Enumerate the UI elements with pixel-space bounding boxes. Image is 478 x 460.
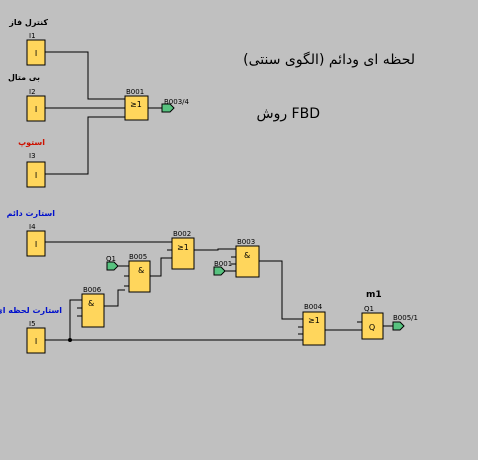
- method-label: روش FBD: [256, 106, 320, 122]
- block-b006[interactable]: B006 &: [81, 286, 105, 328]
- junction-dot: [68, 338, 72, 342]
- block-b006-symbol: &: [88, 299, 94, 308]
- connector-b001-in-label: B001: [214, 260, 232, 268]
- input-i3-symbol: I: [35, 171, 37, 180]
- block-b001-id: B001: [126, 88, 144, 96]
- output-symbol: Q: [369, 323, 375, 332]
- input-i4-comment: استارت دائم: [7, 209, 56, 218]
- output-q1[interactable]: m1 Q1 Q B005/1: [361, 290, 418, 340]
- input-i4-id: I4: [29, 223, 36, 231]
- block-b004[interactable]: B004 ≥1: [302, 303, 326, 346]
- block-b002-id: B002: [173, 230, 191, 238]
- input-i4-block[interactable]: [26, 230, 46, 257]
- block-b006-id: B006: [83, 286, 102, 294]
- diagram-title: لحظه ای ودائم (الگوی سنتی): [243, 51, 415, 68]
- connector-b001-in[interactable]: B001: [213, 260, 232, 276]
- connector-q1-in-pin[interactable]: [106, 261, 119, 271]
- input-i2[interactable]: بی متال I2 I: [8, 73, 46, 122]
- output-id: Q1: [364, 305, 374, 313]
- block-b005-id: B005: [129, 253, 147, 261]
- connector-b001-in-pin[interactable]: [213, 266, 226, 276]
- connector-output-label: B005/1: [393, 314, 418, 322]
- connector-q1-in-label: Q1: [106, 255, 116, 263]
- connector-b001-out-label: B003/4: [164, 98, 190, 106]
- block-b004-symbol: ≥1: [308, 316, 320, 325]
- output-name: m1: [366, 290, 382, 300]
- pin-stubs: [77, 98, 362, 335]
- input-i1-block[interactable]: [26, 39, 46, 66]
- output-q1-block[interactable]: [361, 312, 384, 340]
- block-b003-body[interactable]: [235, 245, 260, 278]
- block-b006-body[interactable]: [81, 293, 105, 328]
- input-i5-block[interactable]: [26, 327, 46, 354]
- input-i3-block[interactable]: [26, 161, 46, 188]
- input-i1[interactable]: کنترل فاز I1 I: [8, 18, 48, 66]
- input-i4-symbol: I: [35, 240, 37, 249]
- block-b002-body[interactable]: [171, 237, 195, 270]
- block-b004-body[interactable]: [302, 311, 326, 346]
- input-i3[interactable]: استوپ I3 I: [18, 138, 46, 188]
- input-i1-comment: کنترل فاز: [8, 18, 48, 27]
- input-i4[interactable]: استارت دائم I4 I: [7, 209, 56, 257]
- input-i3-id: I3: [29, 152, 36, 160]
- block-b002-symbol: ≥1: [177, 243, 189, 252]
- input-i5-comment: استارت لحظه ای: [0, 306, 62, 315]
- block-b001[interactable]: B001 ≥1 B003/4: [124, 88, 190, 121]
- input-i2-symbol: I: [35, 105, 37, 114]
- connector-output-pin[interactable]: [392, 321, 405, 331]
- block-b005[interactable]: B005 &: [128, 253, 151, 293]
- wires-bottom: [45, 241, 393, 341]
- input-i2-id: I2: [29, 88, 36, 96]
- input-i1-symbol: I: [35, 49, 37, 58]
- input-i5[interactable]: استارت لحظه ای I5 I: [0, 306, 62, 354]
- block-b003[interactable]: B003 &: [235, 238, 260, 278]
- input-i3-comment: استوپ: [18, 138, 45, 147]
- input-i5-symbol: I: [35, 337, 37, 346]
- block-b003-id: B003: [237, 238, 255, 246]
- connector-q1-in[interactable]: Q1: [106, 255, 119, 271]
- block-b003-symbol: &: [244, 251, 250, 260]
- connector-b001-out[interactable]: [161, 103, 175, 113]
- input-i2-comment: بی متال: [8, 73, 40, 82]
- block-b005-symbol: &: [138, 266, 144, 275]
- block-b004-id: B004: [304, 303, 323, 311]
- input-i1-id: I1: [29, 32, 36, 40]
- input-i2-block[interactable]: [26, 95, 46, 122]
- block-b001-symbol: ≥1: [130, 100, 142, 109]
- block-b002[interactable]: B002 ≥1: [171, 230, 195, 270]
- wires-top: [45, 51, 162, 175]
- input-i5-id: I5: [29, 320, 36, 328]
